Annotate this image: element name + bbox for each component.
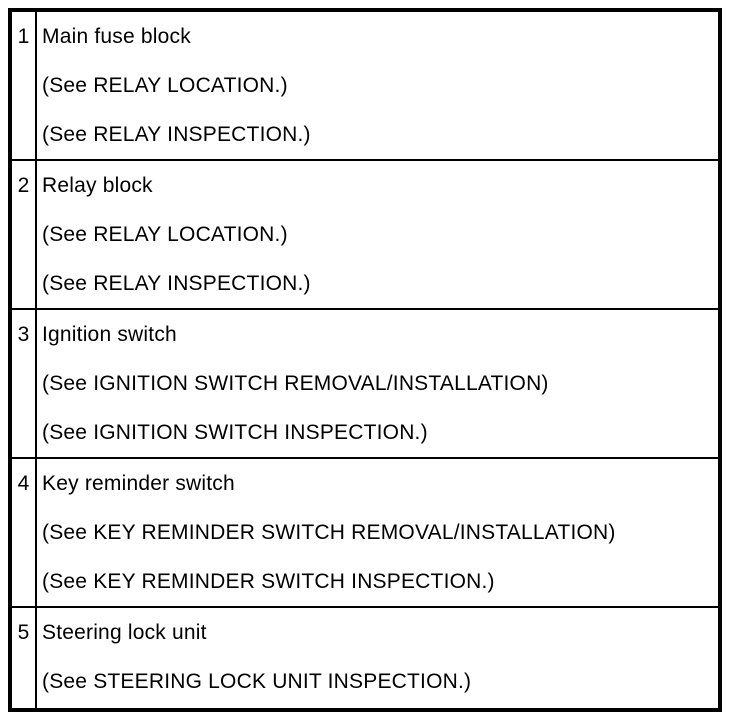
row-number-cell: 1	[12, 12, 37, 159]
table-row: 5 Steering lock unit (See STEERING LOCK U…	[12, 608, 718, 708]
row-number: 5	[17, 620, 30, 644]
table-row: 4 Key reminder switch (See KEY REMINDER S…	[12, 459, 718, 608]
description-line: Key reminder switch	[42, 471, 235, 495]
row-number: 2	[17, 173, 30, 197]
table-row: 2 Relay block (See RELAY LOCATION.) (See R…	[12, 161, 718, 310]
description-line: Ignition switch	[42, 322, 177, 346]
parts-table: 1 Main fuse block (See RELAY LOCATION.) (S…	[8, 8, 722, 712]
row-number-cell: 2	[12, 161, 37, 308]
description-line: (See IGNITION SWITCH REMOVAL/INSTALLATIO…	[42, 371, 549, 395]
row-number-cell: 5	[12, 608, 37, 708]
description-line: (See IGNITION SWITCH INSPECTION.)	[42, 420, 428, 444]
row-number-cell: 3	[12, 310, 37, 457]
row-description: Main fuse block (See RELAY LOCATION.) (See…	[37, 12, 718, 159]
description-line: Relay block	[42, 173, 153, 197]
table-row: 1 Main fuse block (See RELAY LOCATION.) (S…	[12, 12, 718, 161]
description-line: (See RELAY INSPECTION.)	[42, 122, 311, 146]
row-number: 4	[17, 471, 30, 495]
row-number: 3	[17, 322, 30, 346]
description-line: (See KEY REMINDER SWITCH INSPECTION.)	[42, 569, 495, 593]
row-description: Steering lock unit (See STEERING LOCK UNI…	[37, 608, 718, 708]
description-line: (See RELAY LOCATION.)	[42, 73, 288, 97]
description-line: Main fuse block	[42, 24, 191, 48]
description-line: (See RELAY LOCATION.)	[42, 222, 288, 246]
description-line: (See STEERING LOCK UNIT INSPECTION.)	[42, 669, 472, 693]
row-description: Ignition switch (See IGNITION SWITCH REMO…	[37, 310, 718, 457]
row-description: Key reminder switch (See KEY REMINDER SWI…	[37, 459, 718, 606]
table-row: 3 Ignition switch (See IGNITION SWITCH RE…	[12, 310, 718, 459]
description-line: (See KEY REMINDER SWITCH REMOVAL/INSTALL…	[42, 520, 616, 544]
row-number: 1	[17, 24, 30, 48]
row-description: Relay block (See RELAY LOCATION.) (See REL…	[37, 161, 718, 308]
row-number-cell: 4	[12, 459, 37, 606]
description-line: (See RELAY INSPECTION.)	[42, 271, 311, 295]
description-line: Steering lock unit	[42, 620, 207, 644]
